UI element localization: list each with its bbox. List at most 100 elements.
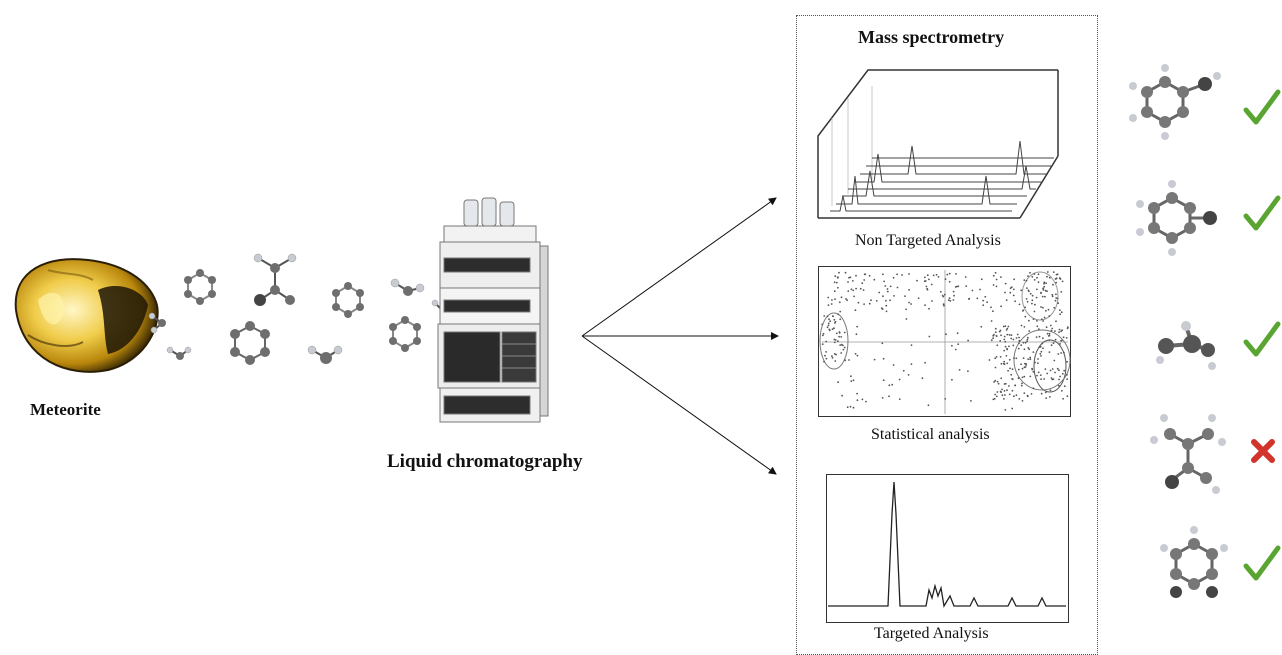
scatter-point (1004, 394, 1006, 396)
scatter-point (1020, 324, 1023, 327)
scatter-point (842, 348, 845, 351)
scatter-point (1054, 330, 1056, 332)
scatter-point (845, 298, 847, 300)
scatter-point (835, 281, 838, 284)
scatter-point (1020, 384, 1023, 387)
scatter-point (1000, 391, 1002, 394)
scatter-point (995, 395, 998, 398)
scatter-point (952, 290, 955, 293)
check-icon (1243, 195, 1281, 231)
scatter-point (834, 339, 837, 341)
check-icon (1243, 89, 1281, 125)
scatter-point (1046, 275, 1048, 278)
scatter-point (855, 287, 857, 290)
scatter-point (1044, 289, 1047, 292)
scatter-point (886, 290, 889, 293)
scatter-point (994, 331, 997, 333)
scatter-point (948, 272, 951, 275)
scatter-point (1010, 337, 1013, 340)
scatter-point (1065, 337, 1068, 339)
scatter-point (996, 391, 999, 393)
scatter-point (996, 380, 999, 383)
scatter-point (1032, 351, 1035, 353)
scatter-point (1026, 340, 1028, 343)
scatter-point (1008, 385, 1010, 387)
scatter-point (826, 326, 829, 329)
cross-icon (1251, 439, 1275, 463)
meteorite-image (14, 258, 159, 373)
check-icon (1243, 545, 1281, 581)
scatter-point (1048, 339, 1051, 341)
scatter-point (1059, 309, 1061, 312)
scatter-point (823, 360, 825, 363)
scatter-point (1036, 320, 1038, 322)
scatter-point (993, 397, 996, 400)
scatter-point (941, 294, 944, 297)
scatter-point (1036, 276, 1038, 279)
scatter-point (882, 295, 884, 298)
scatter-point (1051, 368, 1054, 370)
scatter-point (1027, 336, 1029, 339)
scatter-point (1024, 315, 1027, 318)
scatter-point (1037, 358, 1039, 360)
scatter-point (953, 294, 955, 297)
scatter-point (1040, 350, 1043, 353)
scatter-point (932, 274, 935, 277)
scatter-point (1023, 392, 1026, 394)
scatter-point (1031, 368, 1034, 371)
scatter-point (1014, 384, 1016, 387)
scatter-point (1049, 369, 1052, 372)
scatter-point (859, 287, 862, 290)
scatter-point (1046, 332, 1049, 335)
scatter-point (1046, 271, 1049, 273)
scatter-point (1061, 280, 1064, 283)
scatter-point (837, 313, 840, 316)
scatter-point (1066, 360, 1068, 363)
scatter-point (833, 338, 836, 341)
scatter-point (888, 384, 891, 387)
scatter-point (1018, 336, 1020, 339)
scatter-point (1061, 372, 1064, 375)
scatter-point (1028, 319, 1030, 322)
scatter-point (992, 274, 995, 277)
scatter-point (1055, 281, 1058, 284)
scatter-point (868, 274, 871, 277)
scatter-point (1048, 276, 1051, 279)
scatter-point (1045, 282, 1047, 285)
scatter-point (1060, 352, 1062, 354)
scatter-point (1008, 393, 1011, 396)
scatter-point (1013, 357, 1015, 359)
scatter-point (1025, 298, 1028, 300)
scatter-point (1012, 294, 1015, 297)
scatter-point (1018, 303, 1021, 306)
scatter-point (892, 364, 895, 366)
scatter-point (995, 285, 998, 288)
scatter-point (1040, 355, 1042, 357)
scatter-point (1009, 291, 1012, 294)
scatter-point (883, 280, 885, 283)
scatter-point (849, 405, 852, 408)
scatter-point (926, 274, 929, 277)
scatter-point (992, 310, 994, 313)
scatter-point (1039, 374, 1042, 376)
scatter-point (1029, 356, 1032, 359)
scatter-point (844, 271, 847, 274)
scatter-point (1063, 385, 1066, 388)
scatter-point (1006, 348, 1009, 351)
scatter-point (881, 397, 884, 399)
scatter-point (1062, 397, 1064, 400)
scatter-point (1002, 362, 1005, 365)
scatter-point (992, 334, 995, 337)
scatter-point (835, 332, 838, 335)
scatter-point (990, 339, 993, 342)
scatter-point (878, 291, 881, 294)
scatter-point (870, 299, 872, 302)
scatter-point (852, 379, 855, 382)
scatter-point (916, 279, 918, 282)
scatter-point (852, 289, 855, 292)
scatter-point (1037, 328, 1040, 331)
scatter-point (1049, 389, 1052, 392)
scatter-point (995, 278, 998, 281)
scatter-point (927, 404, 930, 407)
scatter-point (931, 300, 933, 302)
